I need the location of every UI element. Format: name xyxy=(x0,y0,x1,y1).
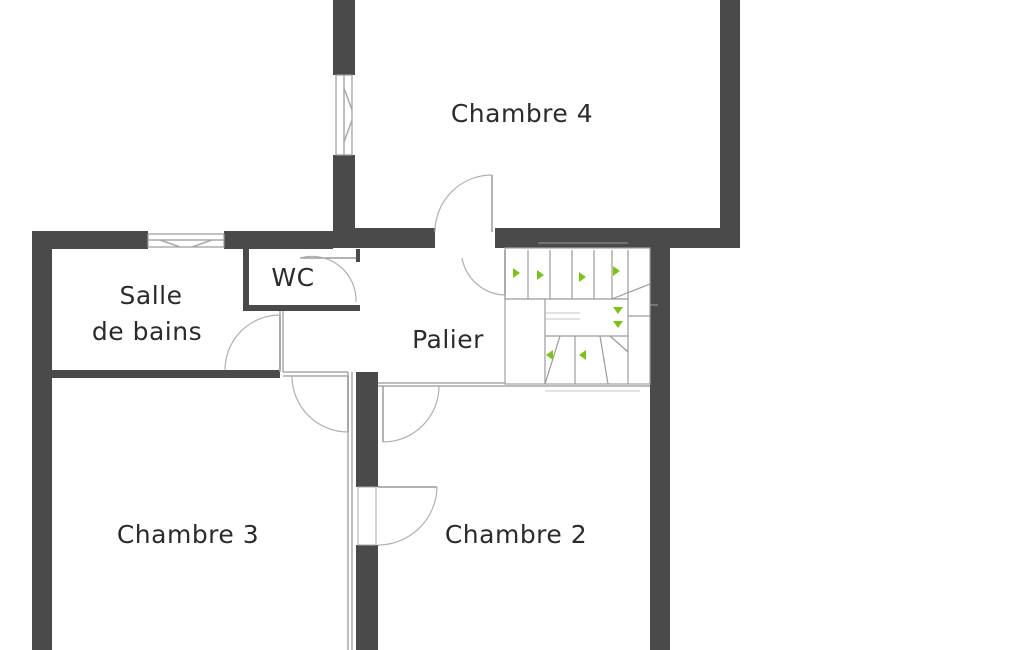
label-salle-de-bains-line1: Salle xyxy=(120,281,183,310)
wc-door xyxy=(299,255,357,303)
chambre4-window xyxy=(335,74,353,156)
label-chambre-4: Chambre 4 xyxy=(451,99,593,128)
label-wc: WC xyxy=(271,263,314,292)
palier-walls xyxy=(283,371,650,650)
chambre2-upper-door xyxy=(382,385,440,443)
label-palier: Palier xyxy=(412,325,484,354)
label-chambre-2: Chambre 2 xyxy=(445,520,587,549)
staircase xyxy=(504,242,658,392)
chambre4-door xyxy=(434,174,493,233)
bathroom-door xyxy=(224,314,281,371)
chambre2-lower-door xyxy=(357,486,438,546)
wc-walls xyxy=(243,249,360,311)
chambre3-door xyxy=(291,375,349,433)
chambre4-walls xyxy=(333,0,740,248)
label-salle-de-bains-line2: de bains xyxy=(92,317,202,346)
bathroom-window xyxy=(147,233,225,248)
stair-door xyxy=(461,250,506,296)
outer-walls xyxy=(32,231,670,650)
label-chambre-3: Chambre 3 xyxy=(117,520,259,549)
